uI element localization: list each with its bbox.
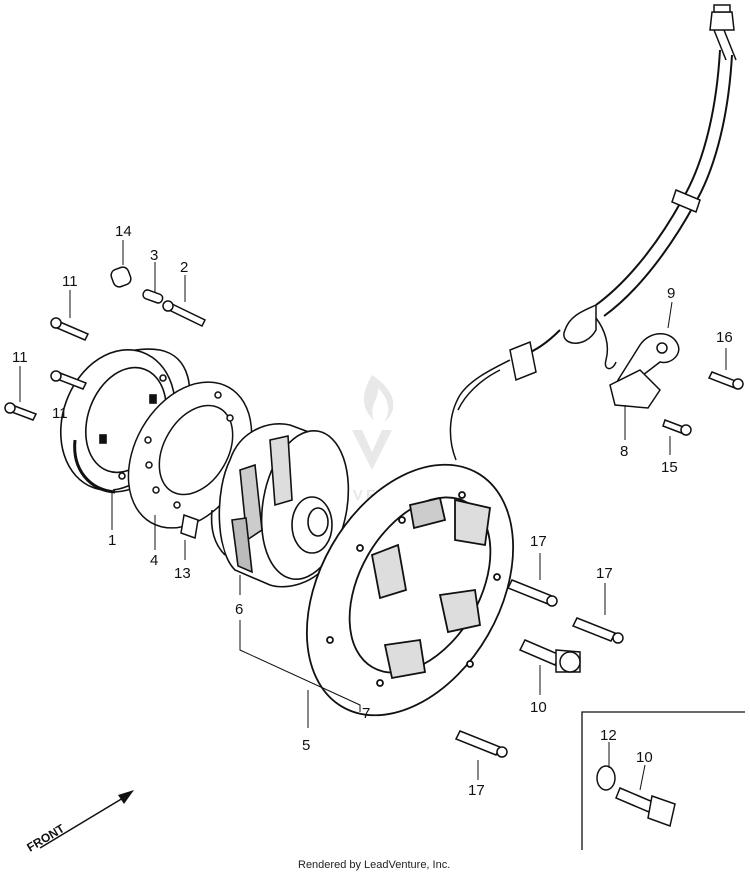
callout-1: 1 [108,532,116,549]
callout-5: 5 [302,737,310,754]
callout-16: 16 [716,329,733,346]
callout-9: 9 [667,285,675,302]
wire-harness [449,4,737,461]
callout-11-left: 11 [12,349,28,366]
callout-10-inset: 10 [636,749,653,766]
hardware [4,266,745,850]
callout-11-top: 11 [62,273,78,290]
callout-3: 3 [150,247,158,264]
callout-14: 14 [115,223,132,240]
callout-8: 8 [620,443,628,460]
part-6-rotor [210,423,350,588]
callout-2: 2 [180,259,188,276]
callout-13: 13 [174,565,191,582]
callout-17-lower: 17 [468,782,485,799]
callouts: 14 3 2 11 11 11 1 4 13 6 5 7 17 17 17 10… [12,223,733,799]
callout-12: 12 [600,727,617,744]
render-credit: Rendered by LeadVenture, Inc. [298,859,450,871]
callout-17-upper: 17 [530,533,547,550]
leader-lines [19,240,727,791]
callout-4: 4 [150,552,158,569]
callout-17-right: 17 [596,565,613,582]
callout-7: 7 [362,705,370,722]
callout-15: 15 [661,459,678,476]
callout-6: 6 [235,601,243,618]
callout-11-mid: 11 [52,405,68,422]
callout-10: 10 [530,699,547,716]
part-7-stator [305,463,515,717]
